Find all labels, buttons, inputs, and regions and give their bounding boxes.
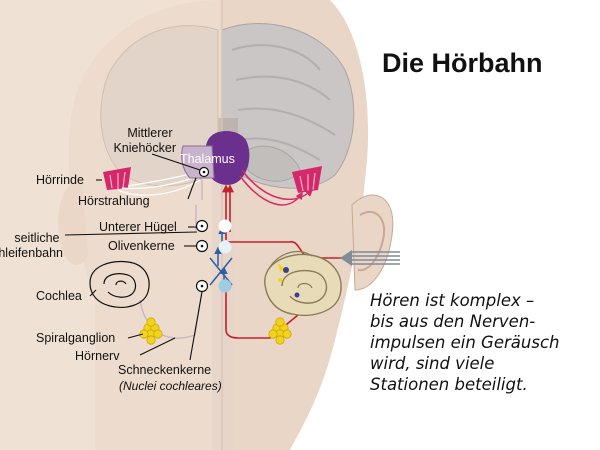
spiralganglion-left [139, 317, 163, 345]
label-schneckenkerne: Schneckenkerne [118, 363, 211, 377]
label-nuclei-cochleares: (Nuclei cochleares) [119, 379, 222, 393]
label-spiralganglion: Spiralganglion [36, 331, 115, 345]
hoerstrahlung-right [241, 169, 314, 200]
caption-line: wird, sind viele [370, 354, 495, 373]
inner-ear-right [264, 251, 342, 316]
page-title: Die Hörbahn [382, 48, 543, 78]
sound-arrow [340, 250, 400, 266]
blue-pathway [209, 226, 233, 286]
label-hoerrinde: Hörrinde [36, 173, 84, 187]
nucleus-schneckenkerne-right [218, 279, 232, 293]
cochlea-left [89, 260, 150, 308]
nucleus-olivenkerne-right [218, 240, 232, 254]
label-hoerstrahlung: Hörstrahlung [78, 194, 150, 208]
caption-line: Stationen beteiligt. [370, 375, 528, 394]
spiralganglion-right [268, 317, 292, 345]
label-unterer-huegel: Unterer Hügel [99, 220, 177, 234]
right-ear [351, 194, 394, 291]
label-thalamus: Thalamus [180, 152, 235, 166]
label-cochlea: Cochlea [36, 289, 82, 303]
label-mittlerer-kniehoecker: Mittlerer Kniehöcker [113, 126, 176, 155]
caption-text: Hören ist komplex – bis aus den Nerven- … [370, 290, 595, 395]
thalamus-shape [204, 131, 250, 185]
leader-lines [64, 153, 203, 361]
caption-line: Hören ist komplex – [370, 291, 535, 310]
hoerrinde-left [103, 167, 131, 190]
label-olivenkerne: Olivenkerne [108, 239, 175, 253]
label-seitliche-schleifenbahn: seitliche Schleifenbahn [0, 231, 63, 260]
caption-line: bis aus den Nerven- [370, 312, 536, 331]
nucleus-unterer-huegel-right [218, 219, 232, 233]
label-hoernerv: Hörnerv [75, 349, 120, 363]
caption-line: impulsen ein Geräusch [370, 333, 560, 352]
hoerrinde-right [292, 166, 322, 193]
